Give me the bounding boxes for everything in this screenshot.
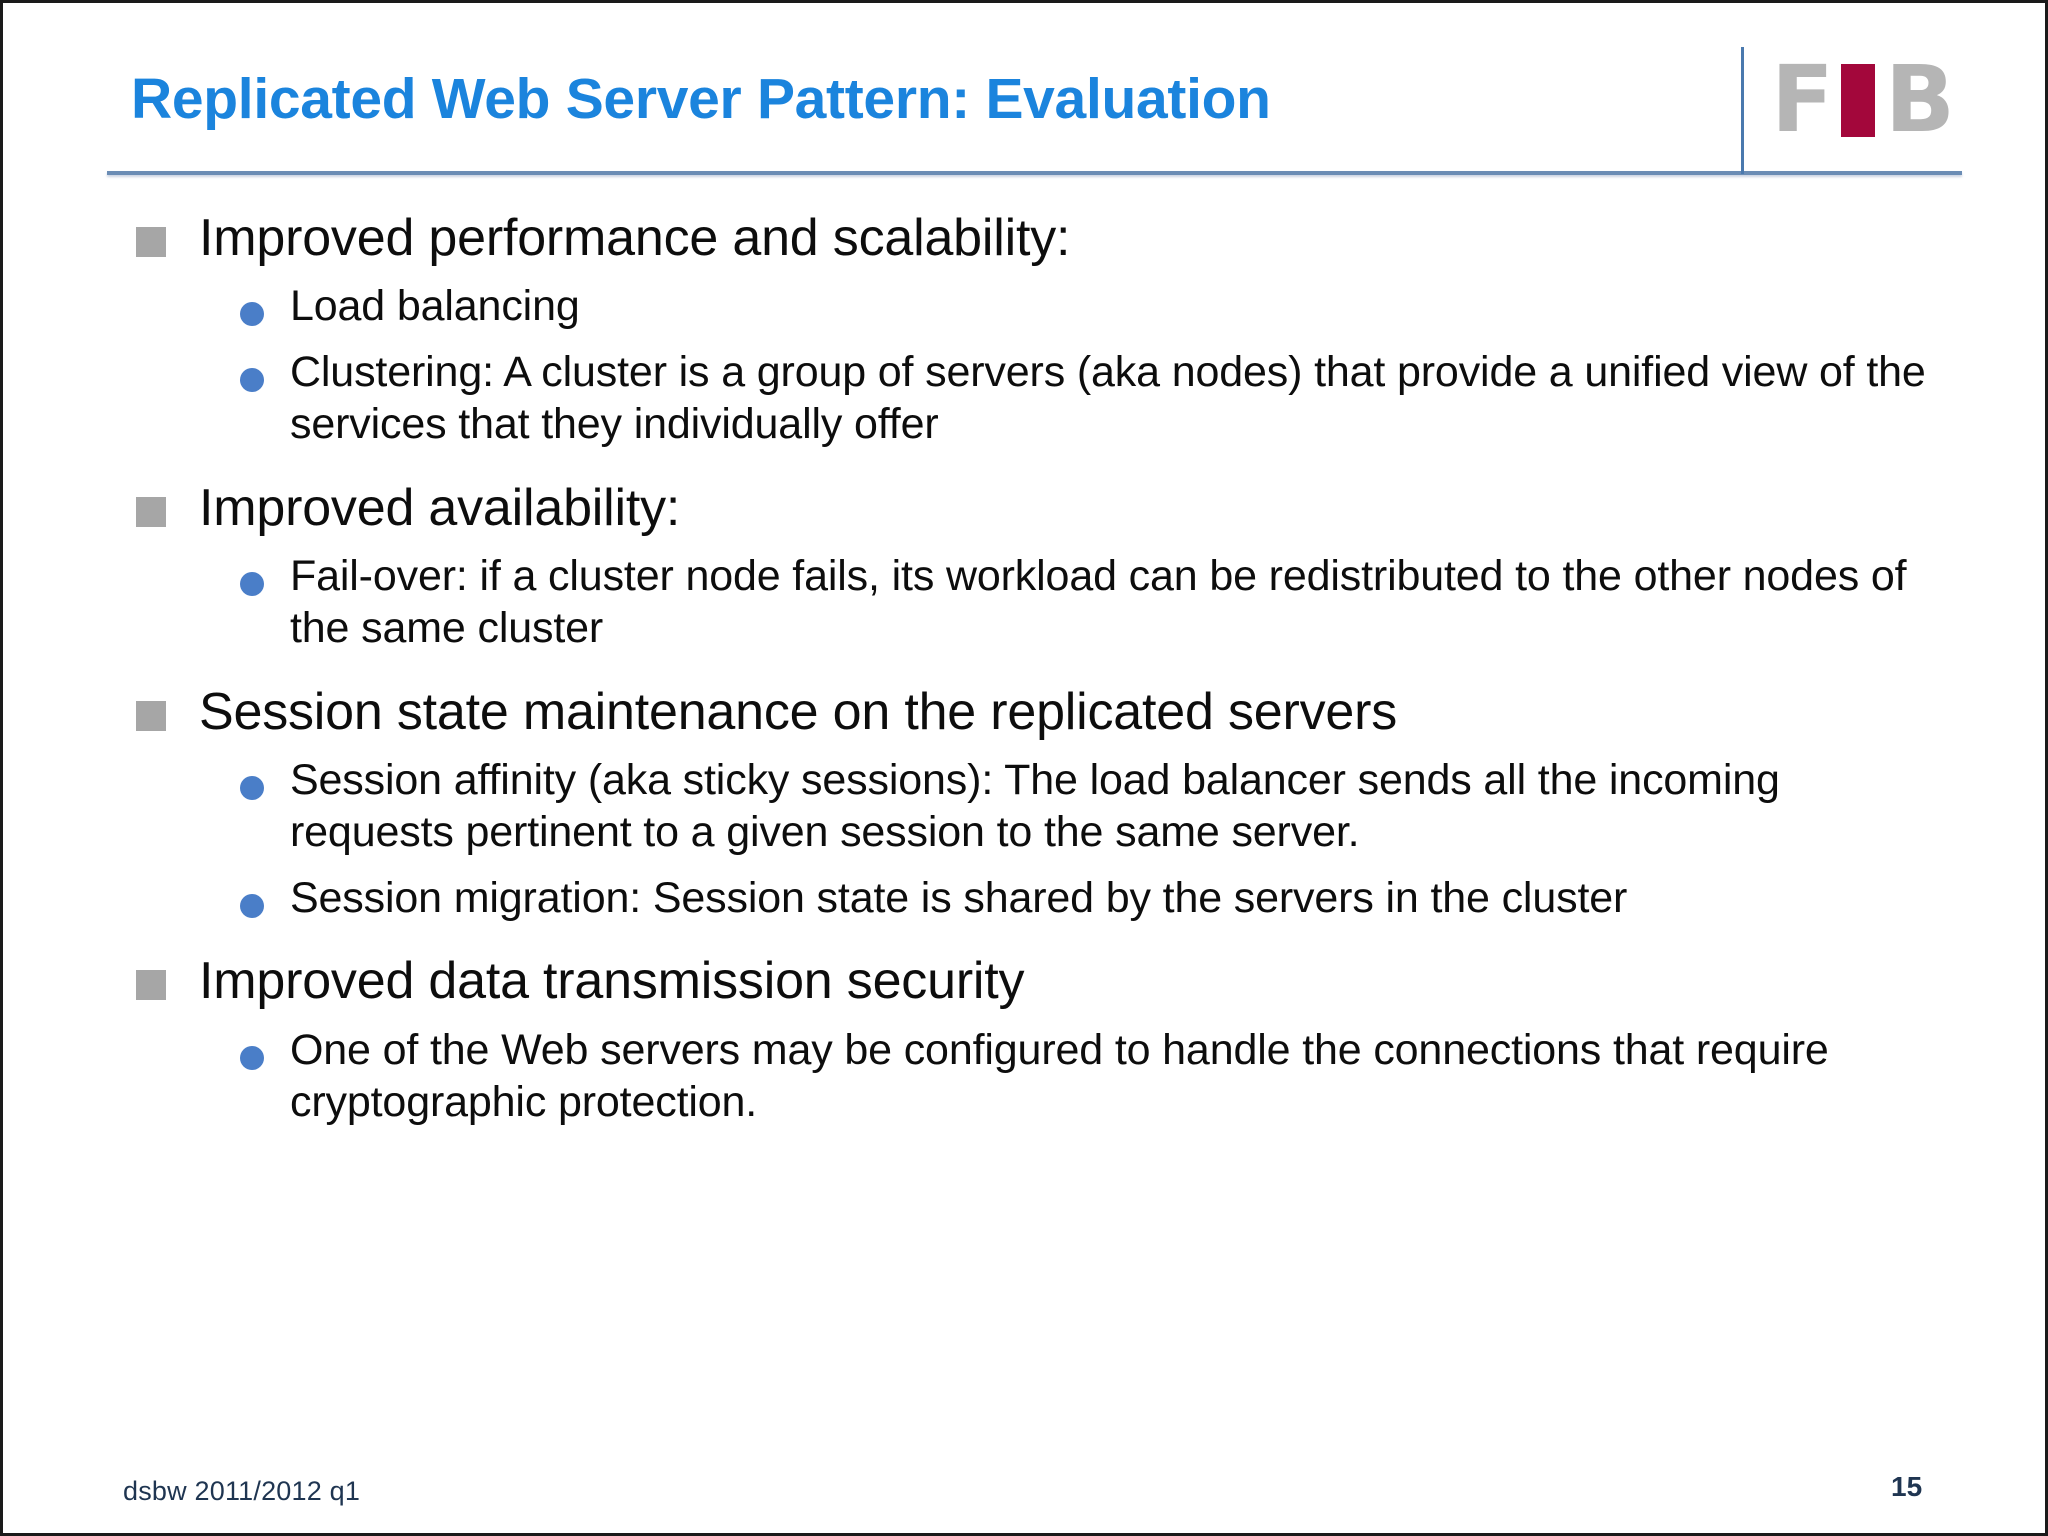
bullet-level1: Improved availability: <box>3 478 2045 537</box>
square-bullet-icon <box>136 496 166 527</box>
bullet-level1-label: Improved performance and scalability: <box>199 209 1071 267</box>
bullet-level2-label: Load balancing <box>290 282 580 331</box>
content-group: Improved performance and scalability: Lo… <box>3 209 2045 451</box>
square-bullet-icon <box>136 970 166 1001</box>
logo-vertical-divider <box>1741 47 1744 174</box>
bullet-level2: One of the Web servers may be configured… <box>3 1024 2045 1129</box>
dot-bullet-icon <box>240 302 264 327</box>
bullet-level1-label: Improved data transmission security <box>199 952 1025 1011</box>
bullet-level2-label: One of the Web servers may be configured… <box>290 1025 1829 1127</box>
title-divider-rule <box>107 171 1962 175</box>
bullet-level2-label: Session affinity (aka sticky sessions): … <box>290 755 1780 857</box>
content-group: Session state maintenance on the replica… <box>3 682 2045 925</box>
slide-body: Improved performance and scalability: Lo… <box>3 181 2045 1361</box>
bullet-level2-label: Fail-over: if a cluster node fails, its … <box>290 551 1907 653</box>
dot-bullet-icon <box>240 775 264 800</box>
footer-note: dsbw 2011/2012 q1 <box>123 1476 361 1506</box>
logo-letter-f-icon: F <box>1771 46 1834 154</box>
page-title: Replicated Web Server Pattern: Evaluatio… <box>131 67 1271 131</box>
logo-letter-b-icon: B <box>1884 46 1955 154</box>
page-number: 15 <box>1891 1471 1923 1502</box>
square-bullet-icon <box>136 700 166 731</box>
bullet-level1-label: Improved availability: <box>199 478 681 537</box>
bullet-level2: Fail-over: if a cluster node fails, its … <box>3 550 2045 655</box>
content-group: Improved availability: Fail-over: if a c… <box>3 478 2045 655</box>
bullet-level1: Session state maintenance on the replica… <box>3 682 2045 741</box>
slide-header: Replicated Web Server Pattern: Evaluatio… <box>3 3 2045 181</box>
bullet-level2-label: Session migration: Session state is shar… <box>290 873 1628 922</box>
dot-bullet-icon <box>240 893 264 918</box>
square-bullet-icon <box>136 227 166 257</box>
bullet-level2-label: Clustering: A cluster is a group of serv… <box>290 347 1926 449</box>
bullet-level2: Clustering: A cluster is a group of serv… <box>3 346 2045 451</box>
bullet-level1-label: Session state maintenance on the replica… <box>199 682 1398 741</box>
bullet-level2: Load balancing <box>3 280 2045 332</box>
bullet-level1: Improved performance and scalability: <box>3 209 2045 267</box>
fib-logo: F B <box>1771 46 1955 154</box>
dot-bullet-icon <box>240 571 264 596</box>
bullet-level2: Session affinity (aka sticky sessions): … <box>3 754 2045 859</box>
bullet-level1: Improved data transmission security <box>3 952 2045 1011</box>
dot-bullet-icon <box>240 367 264 392</box>
dot-bullet-icon <box>240 1045 264 1070</box>
content-group: Improved data transmission security One … <box>3 952 2045 1129</box>
logo-letter-i-icon <box>1840 63 1875 137</box>
bullet-level2: Session migration: Session state is shar… <box>3 872 2045 924</box>
